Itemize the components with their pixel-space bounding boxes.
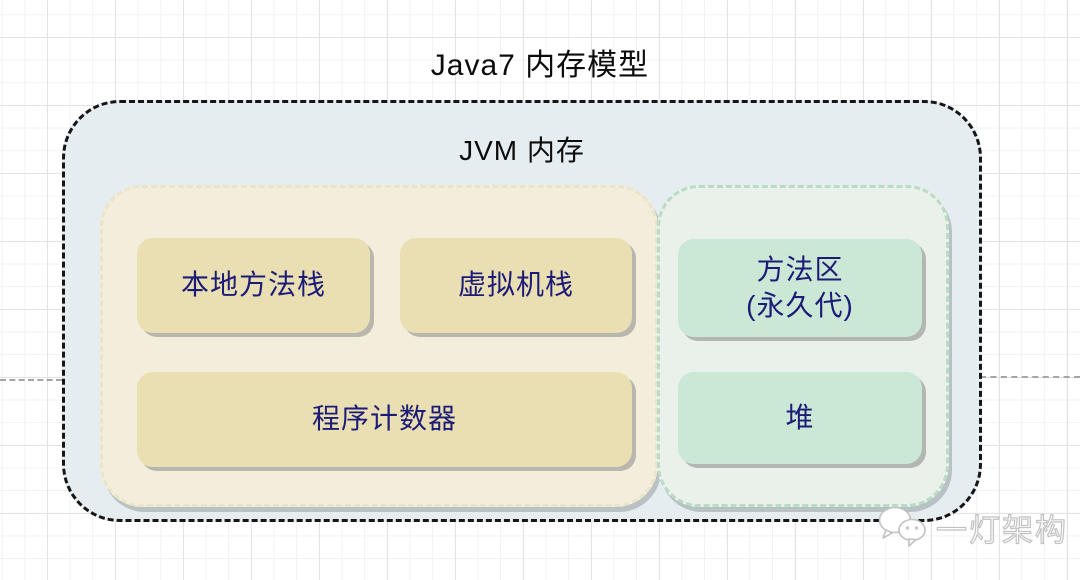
- vm-stack-label: 虚拟机栈: [457, 269, 574, 301]
- shared-memory-group: 方法区 (永久代) 堆: [657, 185, 949, 507]
- diagram-title: Java7 内存模型: [430, 49, 650, 82]
- method-area-line2: (永久代): [746, 290, 854, 321]
- wechat-icon: [878, 506, 926, 547]
- thread-stack-group: 本地方法栈 虚拟机栈 程序计数器: [100, 185, 658, 507]
- jvm-memory-container: JVM 内存 本地方法栈 虚拟机栈 程序计数器 方法区 (永久代) 堆: [62, 100, 982, 522]
- vm-stack-box: 虚拟机栈: [400, 238, 632, 333]
- heap-box: 堆: [678, 372, 922, 464]
- jvm-memory-label: JVM 内存: [459, 135, 585, 166]
- method-area-label: 方法区 (永久代): [746, 252, 854, 325]
- method-area-line1: 方法区: [756, 253, 844, 285]
- watermark: 一灯架构: [876, 504, 1068, 550]
- native-method-stack-box: 本地方法栈: [137, 238, 370, 333]
- program-counter-box: 程序计数器: [137, 372, 632, 467]
- program-counter-label: 程序计数器: [311, 403, 457, 435]
- method-area-box: 方法区 (永久代): [678, 239, 922, 337]
- left-dashed-line: [0, 379, 62, 381]
- heap-label: 堆: [785, 401, 815, 433]
- watermark-text: 一灯架构: [935, 512, 1068, 548]
- right-dashed-line: [980, 376, 1080, 378]
- native-method-stack-label: 本地方法栈: [180, 269, 326, 301]
